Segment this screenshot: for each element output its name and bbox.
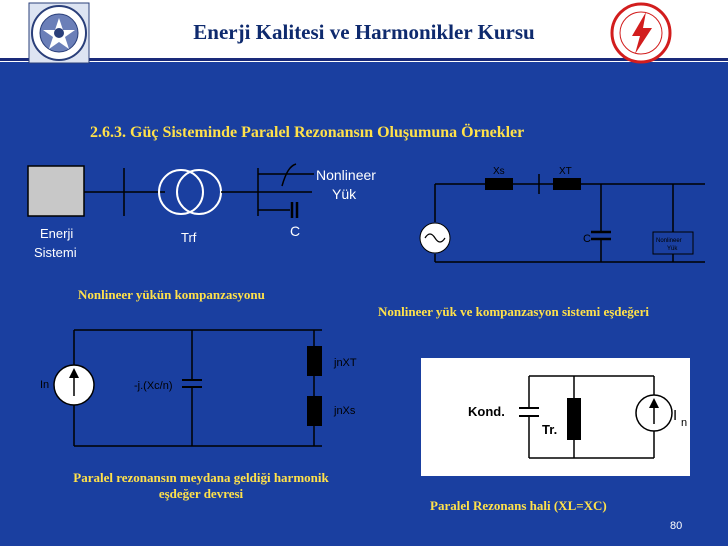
jnxt-reactor	[307, 346, 322, 376]
energy-label-2: Sistemi	[34, 245, 77, 260]
page-number: 80	[670, 520, 683, 532]
kond-label: Kond.	[468, 404, 505, 419]
in-source-label: In	[40, 379, 49, 391]
load-label-2: Yük	[332, 186, 357, 202]
in-label: I	[673, 407, 677, 424]
caption-diagram3-line2: eşdeğer devresi	[158, 486, 244, 501]
caption-diagram3-line1: Paralel rezonansın meydana geldiği harmo…	[73, 470, 329, 485]
xt-reactor	[553, 178, 581, 190]
in-subscript: n	[681, 417, 687, 429]
header-divider	[0, 58, 728, 61]
caption-diagram4: Paralel Rezonans hali (XL=XC)	[430, 498, 607, 513]
energy-system-block	[27, 165, 85, 217]
load2-label-1: Nonlineer	[656, 238, 682, 244]
teias-lightning-logo	[610, 2, 672, 64]
page-title: Enerji Kalitesi ve Harmonikler Kursu	[193, 20, 535, 44]
diagram-nonlinear-compensation: Enerji Sistemi Trf C Nonlineer Yük	[27, 163, 376, 260]
tr-label: Tr.	[542, 422, 557, 437]
university-seal-logo	[28, 2, 90, 64]
tr-reactor	[567, 398, 581, 440]
caption-diagram2: Nonlineer yük ve kompanzasyon sistemi eş…	[378, 304, 649, 319]
cap-impedance-label: -j.(Xc/n)	[134, 380, 173, 392]
xt-label: XT	[559, 166, 572, 177]
jnxs-label: jnXs	[333, 405, 356, 417]
xs-reactor	[485, 178, 513, 190]
load2-label-2: Yük	[667, 246, 678, 252]
caption-diagram3: Paralel rezonansın meydana geldiği harmo…	[36, 470, 366, 502]
load-box	[652, 231, 694, 255]
transformer-winding-1	[158, 169, 204, 215]
c2-label: C	[583, 233, 591, 245]
jnxs-reactor	[307, 396, 322, 426]
header-bar	[0, 0, 728, 62]
xs-label: Xs	[493, 166, 505, 177]
section-title: 2.6.3. Güç Sisteminde Paralel Rezonansın…	[90, 124, 525, 141]
diagram-parallel-resonance: Kond. Tr. I n	[421, 358, 690, 476]
diagram-harmonic-equivalent: In -j.(Xc/n) jnXT jnXs	[40, 329, 357, 447]
trf-label: Trf	[181, 230, 197, 245]
energy-label-1: Enerji	[40, 226, 73, 241]
transformer-winding-2	[176, 169, 222, 215]
c-label: C	[290, 223, 300, 239]
diagram-equivalent-system: Xs XT C Nonlineer Yük	[419, 166, 705, 263]
jnxt-label: jnXT	[333, 357, 357, 369]
caption-diagram1: Nonlineer yükün kompanzasyonu	[78, 287, 265, 302]
load-label-1: Nonlineer	[316, 167, 376, 183]
